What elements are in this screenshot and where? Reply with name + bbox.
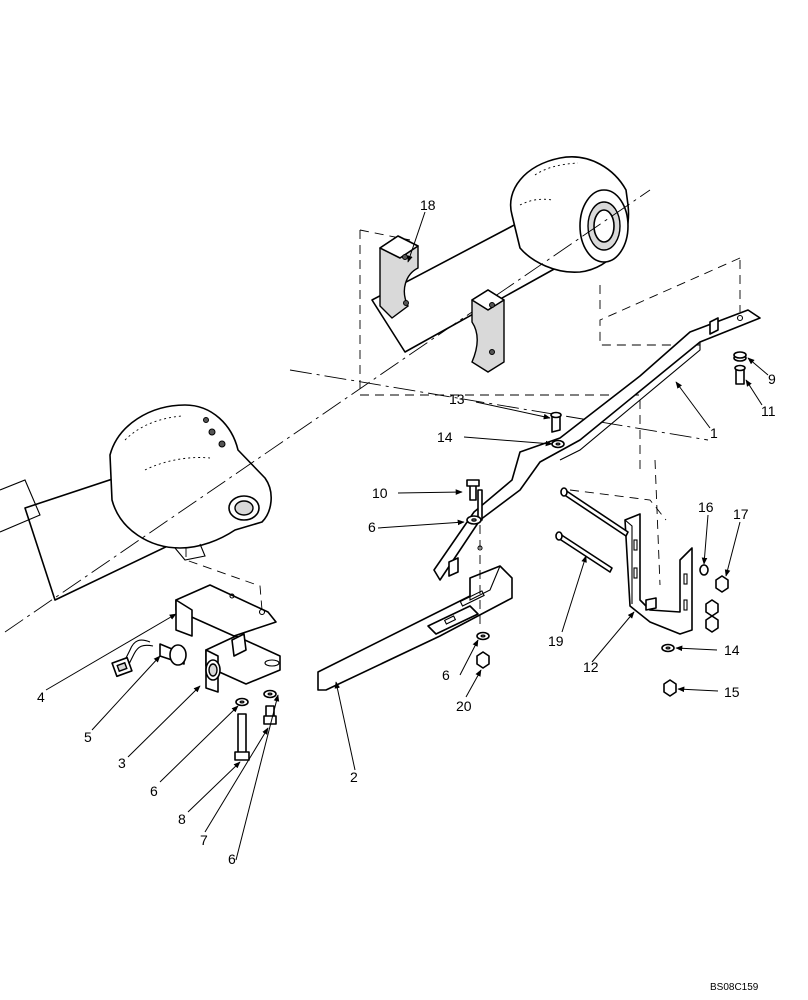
callout-6-bolt-washer: 6 [150,783,158,799]
callout-6-upper: 6 [368,519,376,535]
callout-13: 13 [449,391,465,407]
callout-12: 12 [583,659,599,675]
callout-6-lower: 6 [442,667,450,683]
callout-7: 7 [200,832,208,848]
callout-2: 2 [350,769,358,785]
callout-20: 20 [456,698,472,714]
callout-19: 19 [548,633,564,649]
callout-8: 8 [178,811,186,827]
callout-labels: 18 1 2 3 4 5 6 6 6 6 7 8 9 10 11 12 13 1… [37,197,776,867]
lower-bracket [317,489,513,691]
callout-18: 18 [420,197,436,213]
clamp-blocks [379,235,505,373]
callout-17: 17 [733,506,749,522]
callout-5: 5 [84,729,92,745]
figure-code: BS08C159 [710,982,759,993]
reference-lines [4,189,741,633]
angle-bracket [624,513,693,635]
callout-14-lower: 14 [724,642,740,658]
leader-lines [45,211,769,861]
axle-housing [0,156,630,601]
callout-14-upper: 14 [437,429,453,445]
callout-16: 16 [698,499,714,515]
callout-1: 1 [710,425,718,441]
callout-15: 15 [724,684,740,700]
hardware [234,351,747,761]
callout-3: 3 [118,755,126,771]
callout-11: 11 [761,403,776,419]
switch-bracket-group [111,584,281,693]
callout-9: 9 [768,371,776,387]
callout-10: 10 [372,485,388,501]
main-bracket [433,309,761,581]
callout-6-left: 6 [228,851,236,867]
callout-4: 4 [37,689,45,705]
